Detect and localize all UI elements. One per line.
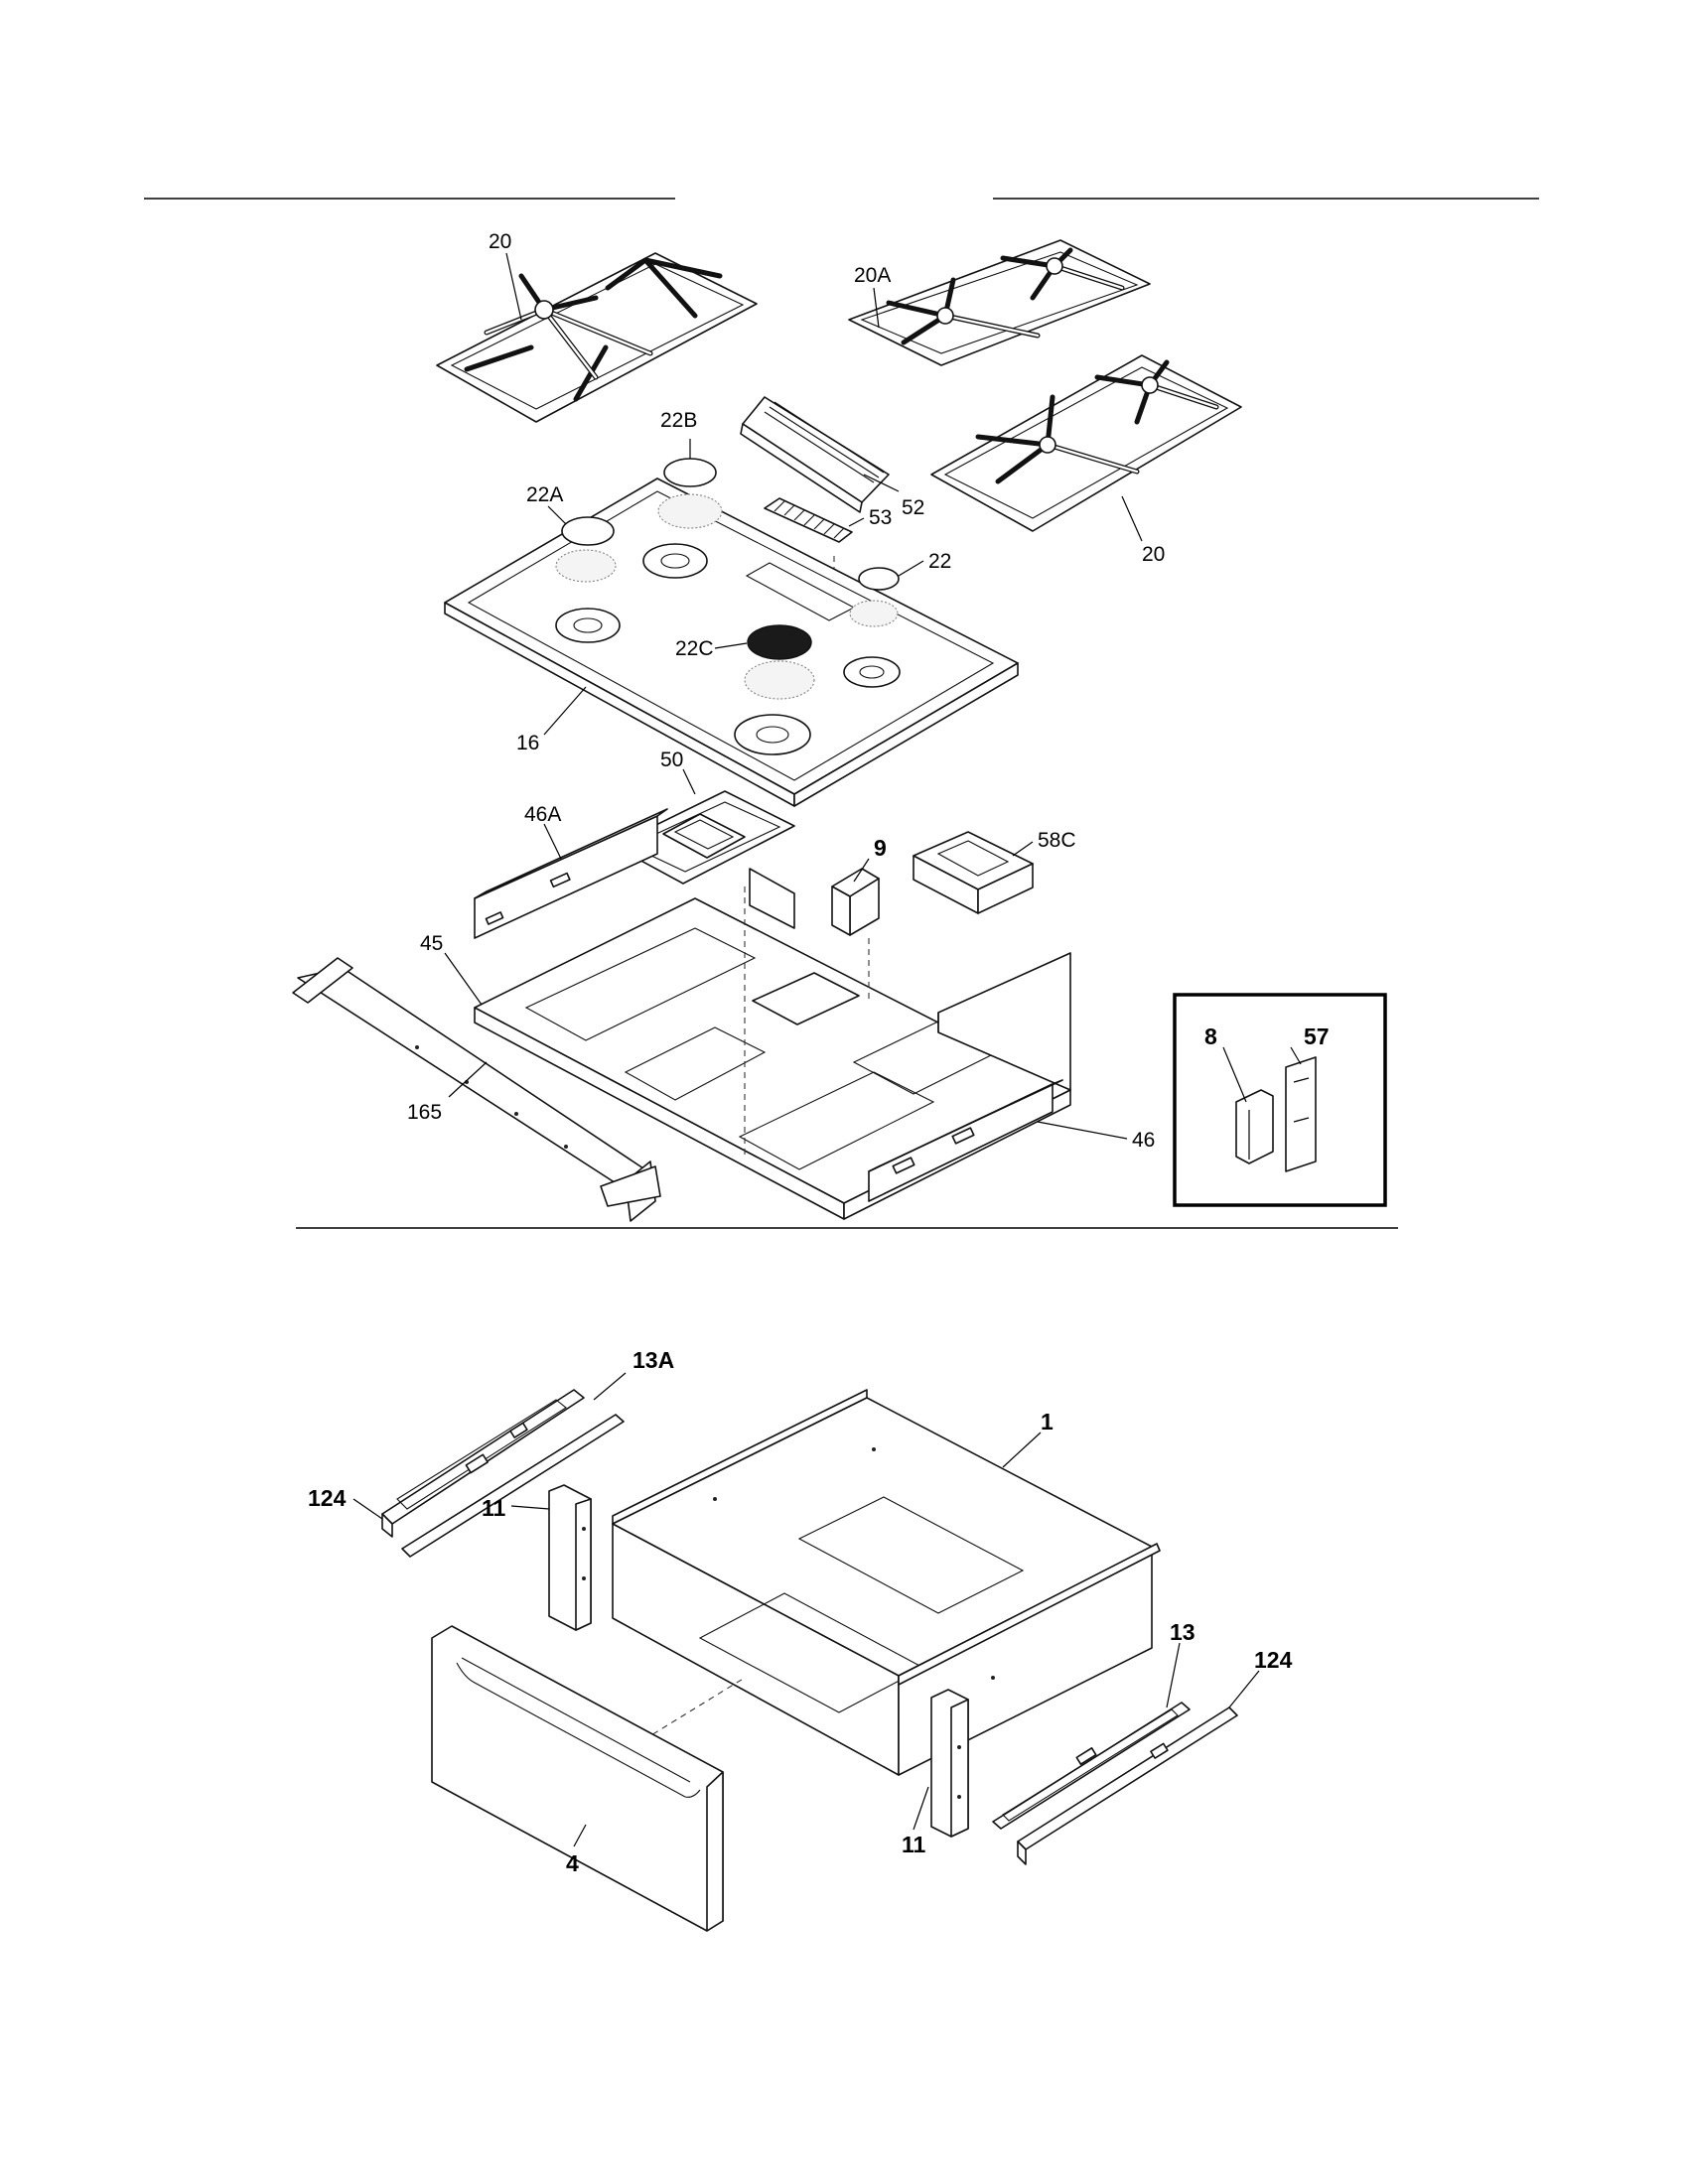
callout-4: 4 [566,1850,579,1876]
callout-46a: 46A [524,803,561,826]
callout-13a: 13A [633,1347,674,1373]
callout-52: 52 [902,496,924,519]
side-panel-right [868,1079,1063,1202]
callout-50: 50 [660,749,683,771]
slide-13 [992,1702,1191,1830]
callout-124-right: 124 [1254,1647,1293,1673]
callout-57: 57 [1304,1024,1330,1049]
callout-45: 45 [420,932,443,955]
callout-13: 13 [1170,1619,1196,1645]
callout-22a: 22A [526,483,563,506]
callout-22b: 22B [660,409,697,432]
callout-11-right: 11 [902,1832,926,1857]
bracket-right [930,1689,969,1838]
inset-detail [1173,993,1387,1207]
callout-20-left: 20 [489,230,511,253]
burner-cap-22c [747,624,812,660]
callout-46: 46 [1132,1129,1155,1152]
frame-45 [474,897,1071,1220]
callout-22c: 22C [675,637,714,660]
bracket-9 [831,868,880,936]
drawer-front [431,1625,724,1932]
callout-20a: 20A [854,264,891,287]
side-panel-left [474,808,668,939]
burner-box [613,790,795,885]
callout-16: 16 [516,732,539,754]
callout-124-left: 124 [308,1485,347,1511]
burner-cap-22b [663,458,717,487]
grate-right-back [848,239,1151,366]
bracket-left [548,1484,592,1631]
griddle-grate [764,497,853,543]
burner-cap-22a [561,516,615,546]
cooktop [444,478,1019,807]
callout-11-left: 11 [482,1495,506,1521]
callout-22: 22 [928,550,951,573]
box-58c [913,831,1034,914]
inner-panel-right [749,868,795,929]
grate-right-front [930,354,1242,532]
slide-13a [381,1389,625,1558]
callout-53: 53 [869,506,892,529]
callout-9: 9 [874,835,887,861]
griddle-cover [740,396,890,513]
callout-1: 1 [1041,1409,1054,1434]
burner-cap-22 [858,567,900,591]
drawer-body [612,1389,1161,1776]
inset-plate-57 [1285,1056,1317,1172]
callout-labels: 20 20A 20 22B 22A 22 22C 52 53 16 50 46A… [308,230,1330,1876]
callout-165: 165 [407,1101,442,1124]
slide-124-right [1017,1706,1238,1865]
inset-part-8 [1235,1089,1274,1164]
burner-box-guide-lines [744,887,870,1157]
callout-8: 8 [1204,1024,1217,1049]
callout-20-right: 20 [1142,543,1165,566]
callout-leaders [352,252,1302,1847]
callout-58c: 58C [1038,829,1076,852]
grate-left [436,252,758,423]
rail-165 [292,957,661,1222]
